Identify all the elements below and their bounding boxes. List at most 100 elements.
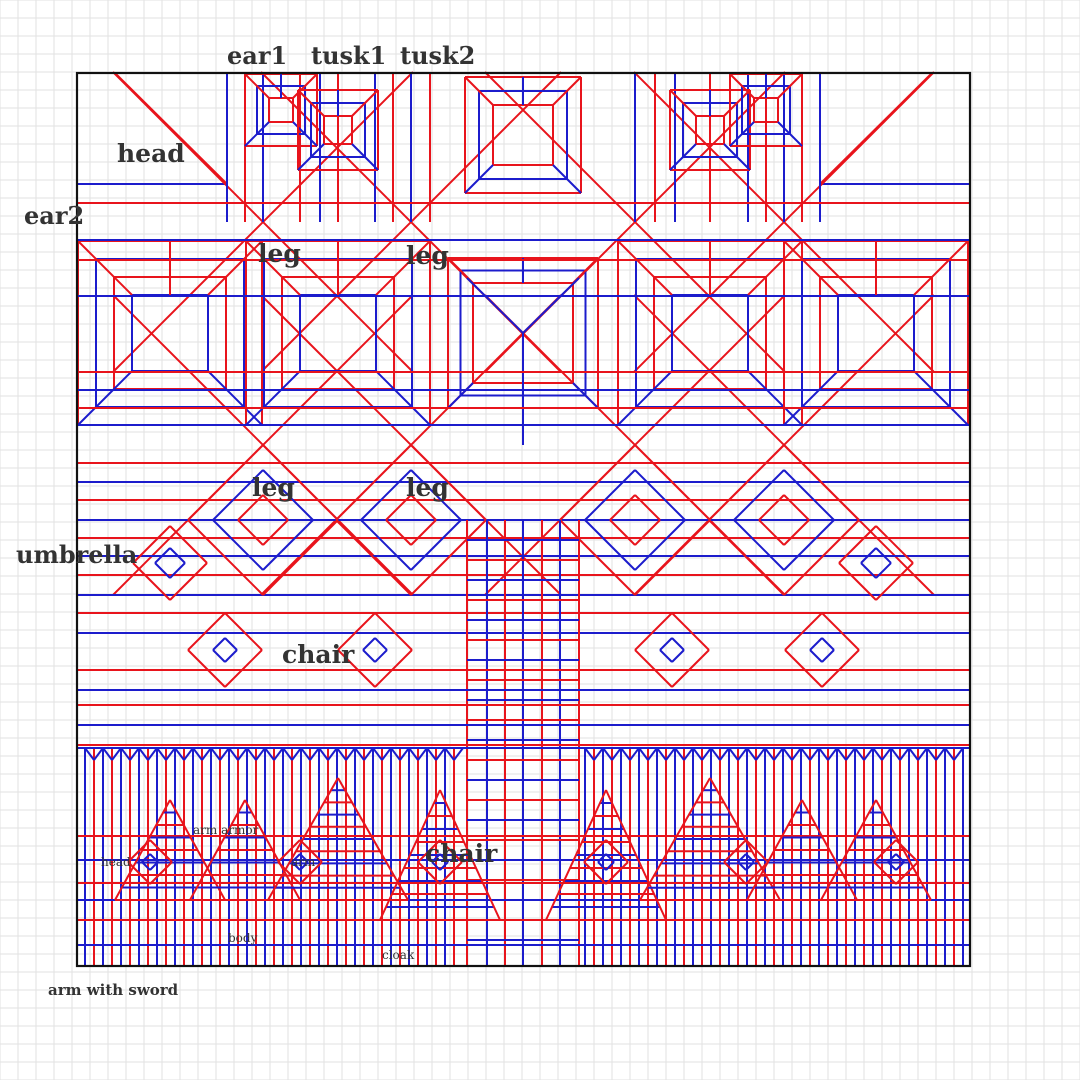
mountain-crease	[127, 839, 151, 863]
valley-crease	[439, 861, 449, 871]
valley-crease	[777, 121, 803, 147]
mountain-crease	[149, 861, 173, 885]
valley-crease	[674, 747, 685, 761]
valley-crease	[149, 861, 159, 871]
mountain-crease	[187, 649, 226, 688]
valley-crease	[318, 747, 329, 761]
valley-crease	[141, 853, 151, 863]
label-ear2: ear2	[24, 201, 84, 230]
mountain-crease	[189, 799, 246, 901]
mountain-crease	[583, 839, 607, 863]
valley-crease	[634, 519, 686, 571]
valley-crease	[854, 747, 865, 761]
label-arm-with-sword: arm with sword	[48, 981, 179, 999]
valley-crease	[207, 370, 263, 426]
label-ear1: ear1	[227, 41, 287, 70]
valley-crease	[917, 747, 928, 761]
label-body: body	[228, 931, 258, 945]
valley-crease	[426, 747, 437, 761]
mountain-crease	[379, 789, 441, 921]
mountain-crease	[410, 519, 487, 596]
mountain-crease	[410, 444, 487, 521]
valley-crease	[466, 277, 524, 334]
valley-crease	[818, 747, 829, 761]
valley-crease	[327, 747, 338, 761]
valley-crease	[282, 747, 293, 761]
mountain-crease	[783, 494, 810, 521]
valley-crease	[723, 143, 751, 171]
paper-border	[75, 71, 972, 968]
mountain-crease	[337, 649, 376, 688]
valley-crease	[192, 747, 203, 761]
mountain-crease	[277, 861, 301, 885]
mountain-crease	[374, 612, 413, 651]
valley-crease	[629, 747, 640, 761]
label-head-top: head	[117, 139, 185, 168]
valley-crease	[244, 121, 270, 147]
mountain-crease	[777, 73, 803, 99]
valley-crease	[733, 469, 785, 521]
mountain-crease	[297, 89, 325, 117]
mountain-crease	[187, 444, 264, 521]
valley-crease	[683, 747, 694, 761]
valley-crease	[809, 747, 820, 761]
valley-crease	[895, 853, 905, 863]
valley-crease	[953, 747, 964, 761]
valley-crease	[360, 469, 412, 521]
mountain-crease	[783, 240, 839, 296]
valley-crease	[821, 637, 835, 651]
mountain-crease	[746, 799, 803, 901]
mountain-crease	[464, 76, 494, 106]
mountain-crease	[609, 494, 636, 521]
valley-crease	[737, 861, 747, 871]
mountain-crease	[237, 519, 264, 546]
valley-crease	[372, 747, 383, 761]
valley-crease	[572, 382, 599, 409]
valley-crease	[875, 562, 892, 579]
valley-crease	[169, 547, 186, 564]
valley-crease	[728, 747, 739, 761]
mountain-crease	[410, 494, 437, 521]
mountain-crease	[634, 519, 661, 546]
mountain-crease	[262, 444, 339, 521]
valley-crease	[737, 747, 748, 761]
valley-crease	[149, 853, 159, 863]
mountain-crease	[410, 519, 437, 546]
valley-crease	[169, 562, 186, 579]
valley-crease	[219, 747, 230, 761]
valley-crease	[584, 519, 636, 571]
mountain-crease	[374, 649, 413, 688]
valley-crease	[710, 747, 721, 761]
valley-crease	[926, 747, 937, 761]
mountain-crease	[77, 240, 133, 296]
mountain-crease	[187, 612, 226, 651]
valley-crease	[360, 519, 412, 571]
valley-crease	[671, 649, 685, 663]
valley-crease	[374, 649, 388, 663]
mountain-crease	[559, 519, 636, 596]
valley-crease	[399, 747, 410, 761]
valley-crease	[264, 747, 275, 761]
mountain-crease	[634, 649, 673, 688]
valley-crease	[129, 747, 140, 761]
mountain-crease	[671, 649, 710, 688]
valley-crease	[913, 370, 969, 426]
valley-crease	[212, 649, 226, 663]
valley-crease	[102, 747, 113, 761]
mountain-crease	[838, 562, 877, 601]
valley-crease	[584, 747, 595, 761]
valley-crease	[746, 747, 757, 761]
valley-crease	[611, 747, 622, 761]
mountain-crease	[875, 525, 914, 564]
valley-crease	[354, 747, 365, 761]
mountain-crease	[267, 777, 339, 901]
valley-crease	[719, 747, 730, 761]
mountain-crease	[169, 525, 208, 564]
valley-crease	[745, 861, 755, 871]
label-leg-3: leg	[252, 473, 295, 502]
mountain-crease	[169, 799, 226, 901]
mountain-crease	[745, 861, 769, 885]
valley-crease	[154, 562, 171, 579]
mountain-crease	[723, 839, 747, 863]
valley-crease	[881, 747, 892, 761]
